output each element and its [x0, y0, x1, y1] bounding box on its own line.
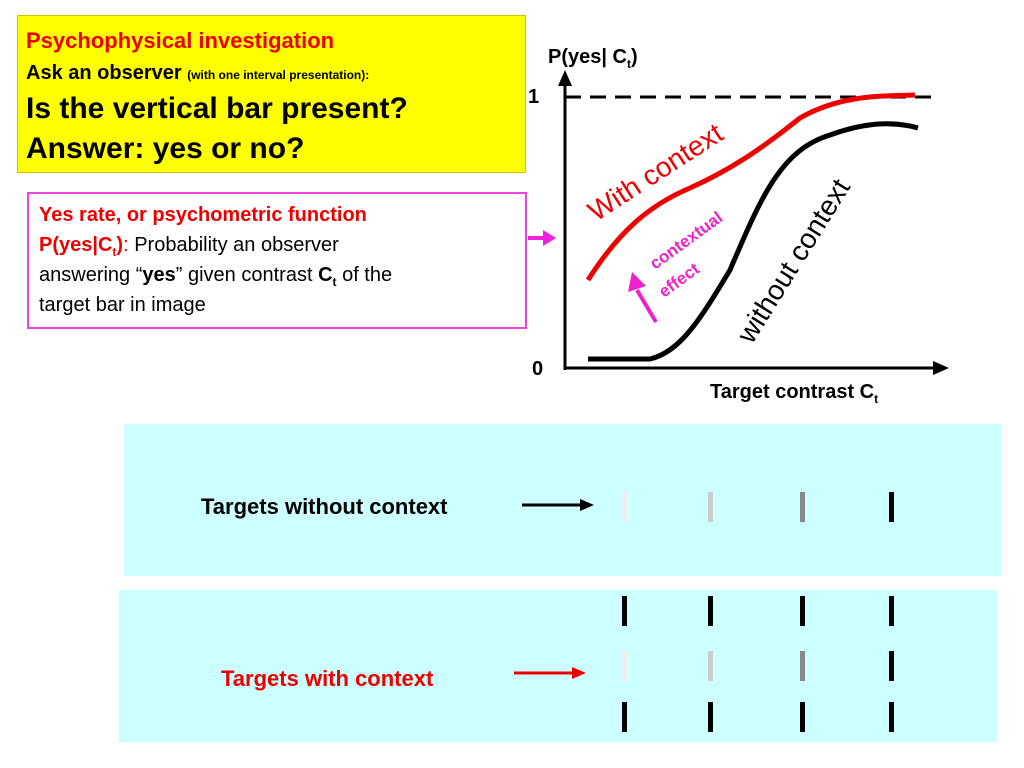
target-bar-context-mid-low	[708, 651, 713, 681]
targets-with-context-label: Targets with context	[221, 666, 434, 691]
red-arrow-icon	[514, 667, 586, 679]
definition-title: Yes rate, or psychometric function	[39, 204, 367, 226]
contextual-effect-arrow-head	[628, 272, 646, 292]
with-context-label: With context	[582, 117, 728, 227]
context-bar-bottom-3	[800, 702, 805, 732]
answer-text: Answer: yes or no?	[26, 132, 305, 165]
pointer-arrow-head	[543, 230, 556, 246]
psychometric-plot: P(yes| Ct) 1 0 Target contrast Ct With c…	[528, 46, 949, 406]
question-text: Is the vertical bar present?	[26, 92, 408, 125]
without-context-curve	[588, 121, 919, 362]
y-tick-1: 1	[528, 86, 539, 108]
black-arrow-icon	[522, 499, 594, 511]
contextual-effect-arrow-shaft	[635, 288, 658, 324]
context-bar-bottom-1	[622, 702, 627, 732]
definition-line-2: P(yes|Ct): Probability an observer	[39, 234, 339, 259]
context-bar-top-3	[800, 596, 805, 626]
target-bar-mid-low	[708, 492, 713, 522]
context-bar-top-2	[708, 596, 713, 626]
x-axis-arrowhead	[933, 361, 949, 375]
without-context-label: without context	[730, 173, 856, 349]
with-context-curve	[585, 92, 916, 282]
y-axis-arrowhead	[558, 70, 572, 86]
target-bar-context-high	[889, 651, 894, 681]
target-bar-high	[889, 492, 894, 522]
targets-with-context-panel	[119, 590, 997, 742]
context-bar-bottom-2	[708, 702, 713, 732]
y-tick-0: 0	[532, 358, 543, 380]
context-bar-bottom-4	[889, 702, 894, 732]
target-bar-context-low	[622, 651, 627, 681]
target-bar-mid-high	[800, 492, 805, 522]
definition-box: Yes rate, or psychometric function P(yes…	[27, 192, 527, 329]
investigation-title: Psychophysical investigation	[26, 28, 335, 53]
target-bar-low	[622, 492, 627, 522]
context-bar-top-1	[622, 596, 627, 626]
x-axis-label: Target contrast Ct	[710, 381, 878, 406]
y-axis-label: P(yes| Ct)	[548, 46, 638, 71]
targets-without-context-label: Targets without context	[201, 494, 448, 519]
question-box: Psychophysical investigation Ask an obse…	[17, 15, 526, 173]
definition-line-3: answering “yes” given contrast Ct of the	[39, 264, 393, 289]
target-bar-context-mid-high	[800, 651, 805, 681]
context-bar-top-4	[889, 596, 894, 626]
targets-without-context-panel	[124, 424, 1001, 576]
ask-observer-line: Ask an observer (with one interval prese…	[26, 62, 370, 84]
definition-line-4: target bar in image	[39, 294, 206, 316]
